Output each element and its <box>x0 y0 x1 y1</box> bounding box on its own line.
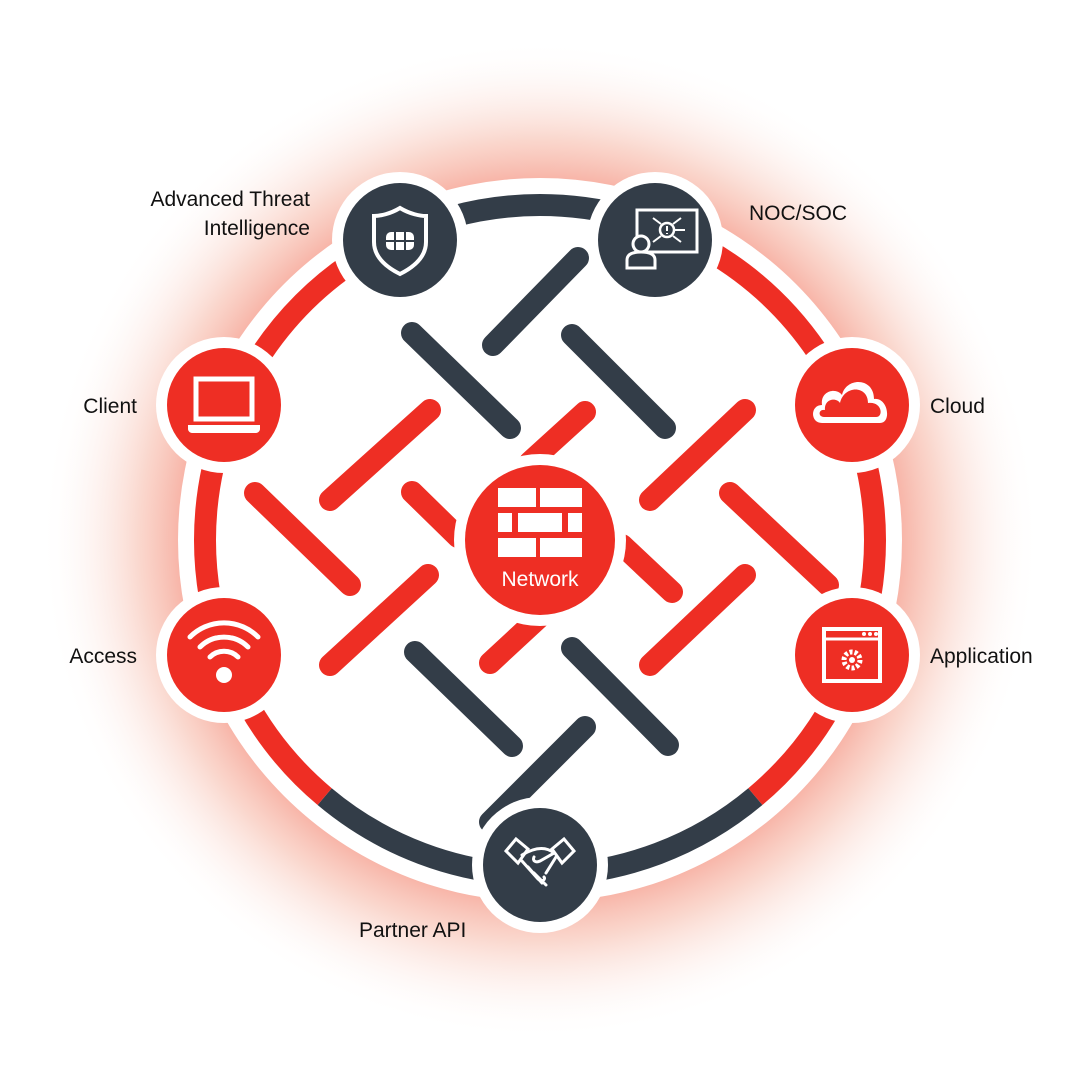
connector-dark <box>401 322 521 439</box>
handshake-icon <box>503 836 577 887</box>
connector-red <box>719 482 839 596</box>
node-circle <box>483 808 597 922</box>
node-circle <box>167 598 281 712</box>
node-partner-api <box>472 797 608 933</box>
node-circle <box>795 598 909 712</box>
label-client: Client <box>83 395 137 418</box>
connector-red <box>244 482 361 596</box>
connector-red <box>519 401 596 473</box>
connector-red <box>401 481 469 548</box>
connector-dark <box>482 247 589 356</box>
label-cloud: Cloud <box>930 395 985 418</box>
center-node-network: Network <box>454 454 626 626</box>
label-advanced-threat-intelligence: Advanced Threat Intelligence <box>90 185 310 243</box>
node-client <box>156 337 292 473</box>
ring-segment-right <box>701 240 886 806</box>
laptop-icon <box>188 376 260 433</box>
label-line: Advanced Threat <box>150 188 310 211</box>
connector-red <box>319 399 441 511</box>
connector-red <box>639 399 756 511</box>
app-window-gear-icon <box>822 627 882 683</box>
shield-icon <box>372 205 428 277</box>
node-access <box>156 587 292 723</box>
label-line: Intelligence <box>203 217 310 240</box>
node-circle <box>167 348 281 462</box>
connector-red <box>611 534 683 603</box>
connector-red <box>319 564 439 676</box>
label-access: Access <box>69 645 137 668</box>
wifi-icon <box>187 620 261 683</box>
connector-sticks <box>244 247 839 833</box>
label-noc-soc: NOC/SOC <box>749 202 848 225</box>
connector-dark <box>561 637 679 756</box>
node-noc-soc <box>587 172 723 308</box>
connector-red <box>639 564 756 676</box>
connector-dark <box>561 324 676 439</box>
connector-dark <box>404 641 523 757</box>
node-application <box>784 587 920 723</box>
cloud-icon <box>813 381 888 423</box>
label-application: Application <box>930 645 1033 668</box>
label-partner-api: Partner API <box>359 919 467 942</box>
node-cloud <box>784 337 920 473</box>
connector-dark <box>479 716 596 833</box>
brick-wall-icon <box>498 488 582 557</box>
center-label: Network <box>501 568 579 591</box>
ring-segment-left <box>194 240 379 806</box>
monitoring-screen-icon <box>625 208 699 270</box>
node-advanced-threat-intelligence <box>332 172 468 308</box>
